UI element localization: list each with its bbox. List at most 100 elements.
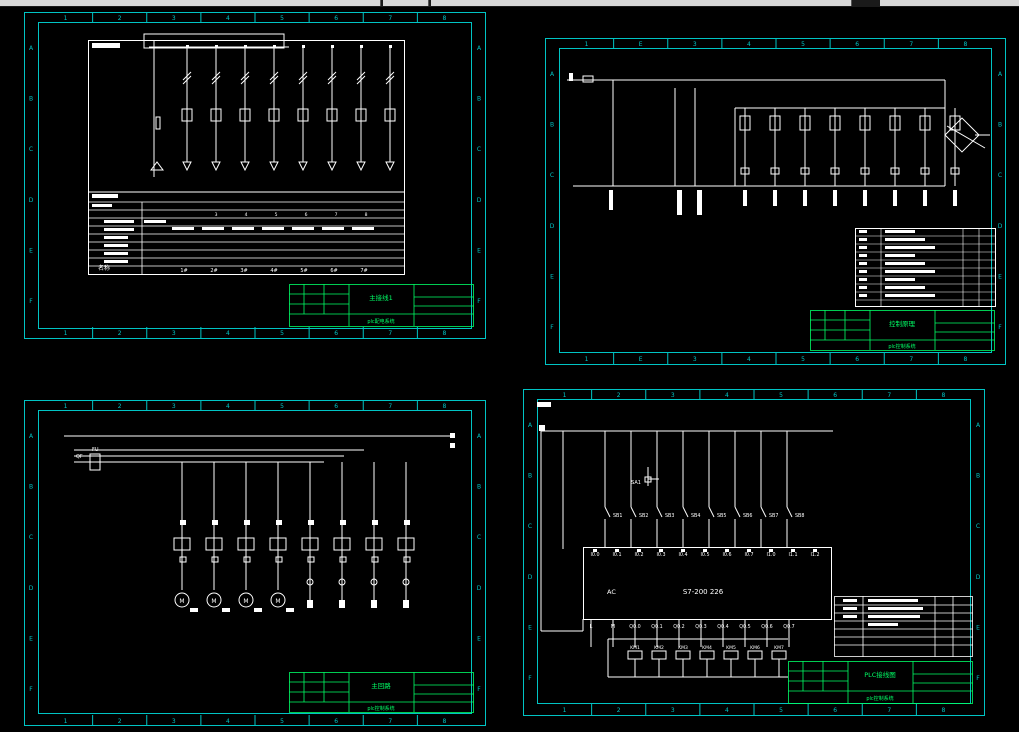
- relay-contact: [949, 115, 961, 131]
- relay-contact: [919, 115, 931, 131]
- grid-column-label: 4: [226, 403, 230, 410]
- grid-row-label: B: [976, 473, 980, 480]
- grid-row-label: B: [998, 122, 1002, 129]
- grid-row-label: A: [528, 422, 533, 429]
- grid-column-label: 5: [801, 41, 805, 48]
- grid-column-label: 8: [443, 330, 447, 337]
- toolbar-field[interactable]: [431, 0, 852, 6]
- grid-row-label: D: [29, 585, 34, 592]
- grid-row-label: F: [998, 324, 1002, 331]
- feeder-code: 4: [245, 212, 248, 218]
- grid-column-label: 1: [64, 403, 68, 410]
- plc-input-terminal: I1.2: [810, 552, 819, 558]
- grid-row-label: C: [29, 534, 33, 541]
- feeder-columns: [150, 45, 396, 172]
- grid-column-label: 6: [855, 356, 859, 363]
- load-label: 3#: [240, 268, 247, 274]
- coil-symbol: [950, 167, 960, 175]
- relay-contact: [769, 115, 781, 131]
- grid-row-label: D: [528, 574, 533, 581]
- grid-row-label: A: [550, 71, 555, 78]
- grid-row-label: E: [477, 248, 481, 255]
- grid-row-label: B: [477, 484, 481, 491]
- load-label: 2#: [210, 268, 217, 274]
- grid-column-label: 7: [887, 392, 891, 399]
- load-arrow: [269, 161, 279, 172]
- load-label: 1#: [180, 268, 187, 274]
- feeder-code: 8: [365, 212, 368, 218]
- feeder-code: 7: [335, 212, 338, 218]
- grid-row-label: A: [477, 45, 482, 52]
- title-block-footer: plc控制系统: [866, 695, 893, 702]
- grid-row-label: C: [550, 172, 554, 179]
- grid-column-label: 8: [443, 403, 447, 410]
- grid-row-label: F: [976, 675, 980, 682]
- terminal-marker: [833, 190, 837, 206]
- terminal-marker: [953, 190, 957, 206]
- title-block-title: 主回路: [371, 681, 391, 690]
- load-arrow: [298, 161, 308, 172]
- svg-text:M: M: [211, 598, 216, 605]
- grid-column-label: 2: [118, 330, 122, 337]
- grid-column-label: 3: [172, 15, 176, 22]
- table-row-label: 名称: [98, 264, 110, 272]
- grid-column-label: 1: [563, 707, 567, 714]
- indicator-lamp: [306, 578, 314, 586]
- motor-symbol: [206, 592, 222, 608]
- relay-contact: [739, 115, 751, 131]
- grid-column-label: 2: [617, 392, 621, 399]
- grid-column-label: 5: [801, 356, 805, 363]
- grid-row-label: F: [528, 675, 532, 682]
- output-coil-label: KM2: [654, 645, 664, 651]
- toolbar-field[interactable]: [880, 0, 1019, 6]
- terminal-marker: [923, 190, 927, 206]
- input-switch-label: SB8: [795, 513, 804, 519]
- terminal-marker: [803, 190, 807, 206]
- grid-column-label: 4: [226, 15, 230, 22]
- grid-row-label: B: [477, 96, 481, 103]
- toolbar-field[interactable]: [383, 0, 429, 6]
- coil-symbol: [920, 167, 930, 175]
- feeder-code: 3: [215, 212, 218, 218]
- title-block-footer: plc控制系统: [888, 343, 915, 350]
- grid-column-label: 4: [725, 707, 729, 714]
- motor-symbol: [270, 592, 286, 608]
- grid-column-label: 2: [118, 15, 122, 22]
- toolbar-field[interactable]: [0, 0, 381, 6]
- grid-column-label: 6: [334, 330, 338, 337]
- grid-column-label: 6: [334, 403, 338, 410]
- grid-column-label: 5: [779, 707, 783, 714]
- output-coil: [627, 650, 643, 660]
- switch-contact: [682, 506, 689, 518]
- grid-row-label: E: [477, 636, 481, 643]
- indicator-lamp: [402, 578, 410, 586]
- grid-row-label: C: [528, 523, 532, 530]
- legend-table: [855, 228, 996, 307]
- contactor-block: [205, 537, 223, 551]
- grid-row-label: D: [477, 585, 482, 592]
- grid-row-label: E: [550, 274, 554, 281]
- grid-column-label: 2: [118, 718, 122, 725]
- grid-row-label: A: [477, 433, 482, 440]
- grid-column-label: 4: [725, 392, 729, 399]
- grid-column-label: 2: [118, 403, 122, 410]
- contactor-block: [397, 537, 415, 551]
- grid-row-label: E: [29, 248, 33, 255]
- switch-contact: [760, 506, 767, 518]
- grid-column-label: 6: [855, 41, 859, 48]
- input-switch-label: SB7: [769, 513, 778, 519]
- switch-contact: [734, 506, 741, 518]
- output-coil-label: KM5: [726, 645, 736, 651]
- plc-input-terminal: I1.0: [766, 552, 775, 558]
- output-coil-label: KM1: [630, 645, 640, 651]
- contactor-block: [301, 537, 319, 551]
- load-label: 6#: [330, 268, 337, 274]
- grid-row-label: A: [29, 45, 34, 52]
- grid-column-label: E: [639, 41, 643, 48]
- coil-symbol: [800, 167, 810, 175]
- grid-column-label: 2: [617, 707, 621, 714]
